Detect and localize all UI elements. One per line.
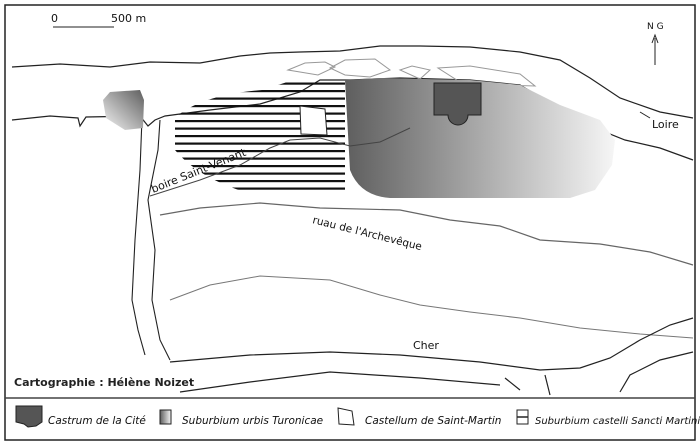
label-cher: Cher [413, 339, 439, 352]
legend-castellum-label: Castellum de Saint-Martin [365, 415, 501, 427]
castrum-de-la-cite [433, 82, 482, 126]
map-frame [4, 4, 696, 441]
legend-castrum-symbol [15, 405, 43, 428]
suburbium-blob-west [103, 90, 144, 130]
ruau-de-larcheveque [159, 202, 694, 266]
boire-saint-venant [149, 127, 411, 197]
suburbium-urbis [345, 78, 615, 198]
legend-hatch-symbol [516, 409, 529, 425]
legend: Castrum de la Cité Suburbium urbis Turon… [15, 405, 700, 428]
ruau-bank [169, 275, 694, 339]
label-loire: Loire [652, 118, 679, 131]
north-arrow: N G [647, 22, 664, 65]
legend-castrum-label: Castrum de la Cité [48, 415, 146, 427]
north-label: N G [647, 22, 664, 32]
legend-suburbium-urbis-symbol [159, 409, 172, 425]
credit: Cartographie : Hélène Noizet [14, 376, 194, 389]
scale-zero: 0 [51, 12, 58, 25]
label-ruau: ruau de l'Archevêque [311, 214, 423, 253]
scale-bar: 0 500 m [51, 12, 146, 28]
loire-north-bank [11, 45, 694, 119]
legend-suburbium-castelli-label: Suburbium castelli Sancti Martini [535, 416, 700, 427]
cher-south-bank [179, 351, 694, 396]
castellum-de-saint-martin [299, 105, 328, 136]
loire-flow-icon [639, 111, 651, 119]
legend-castellum-symbol [337, 407, 355, 426]
cher-north-bank [169, 317, 694, 371]
scale-distance: 500 m [111, 12, 146, 25]
legend-suburbium-urbis-label: Suburbium urbis Turonicae [182, 415, 323, 427]
left-stream [131, 117, 171, 361]
